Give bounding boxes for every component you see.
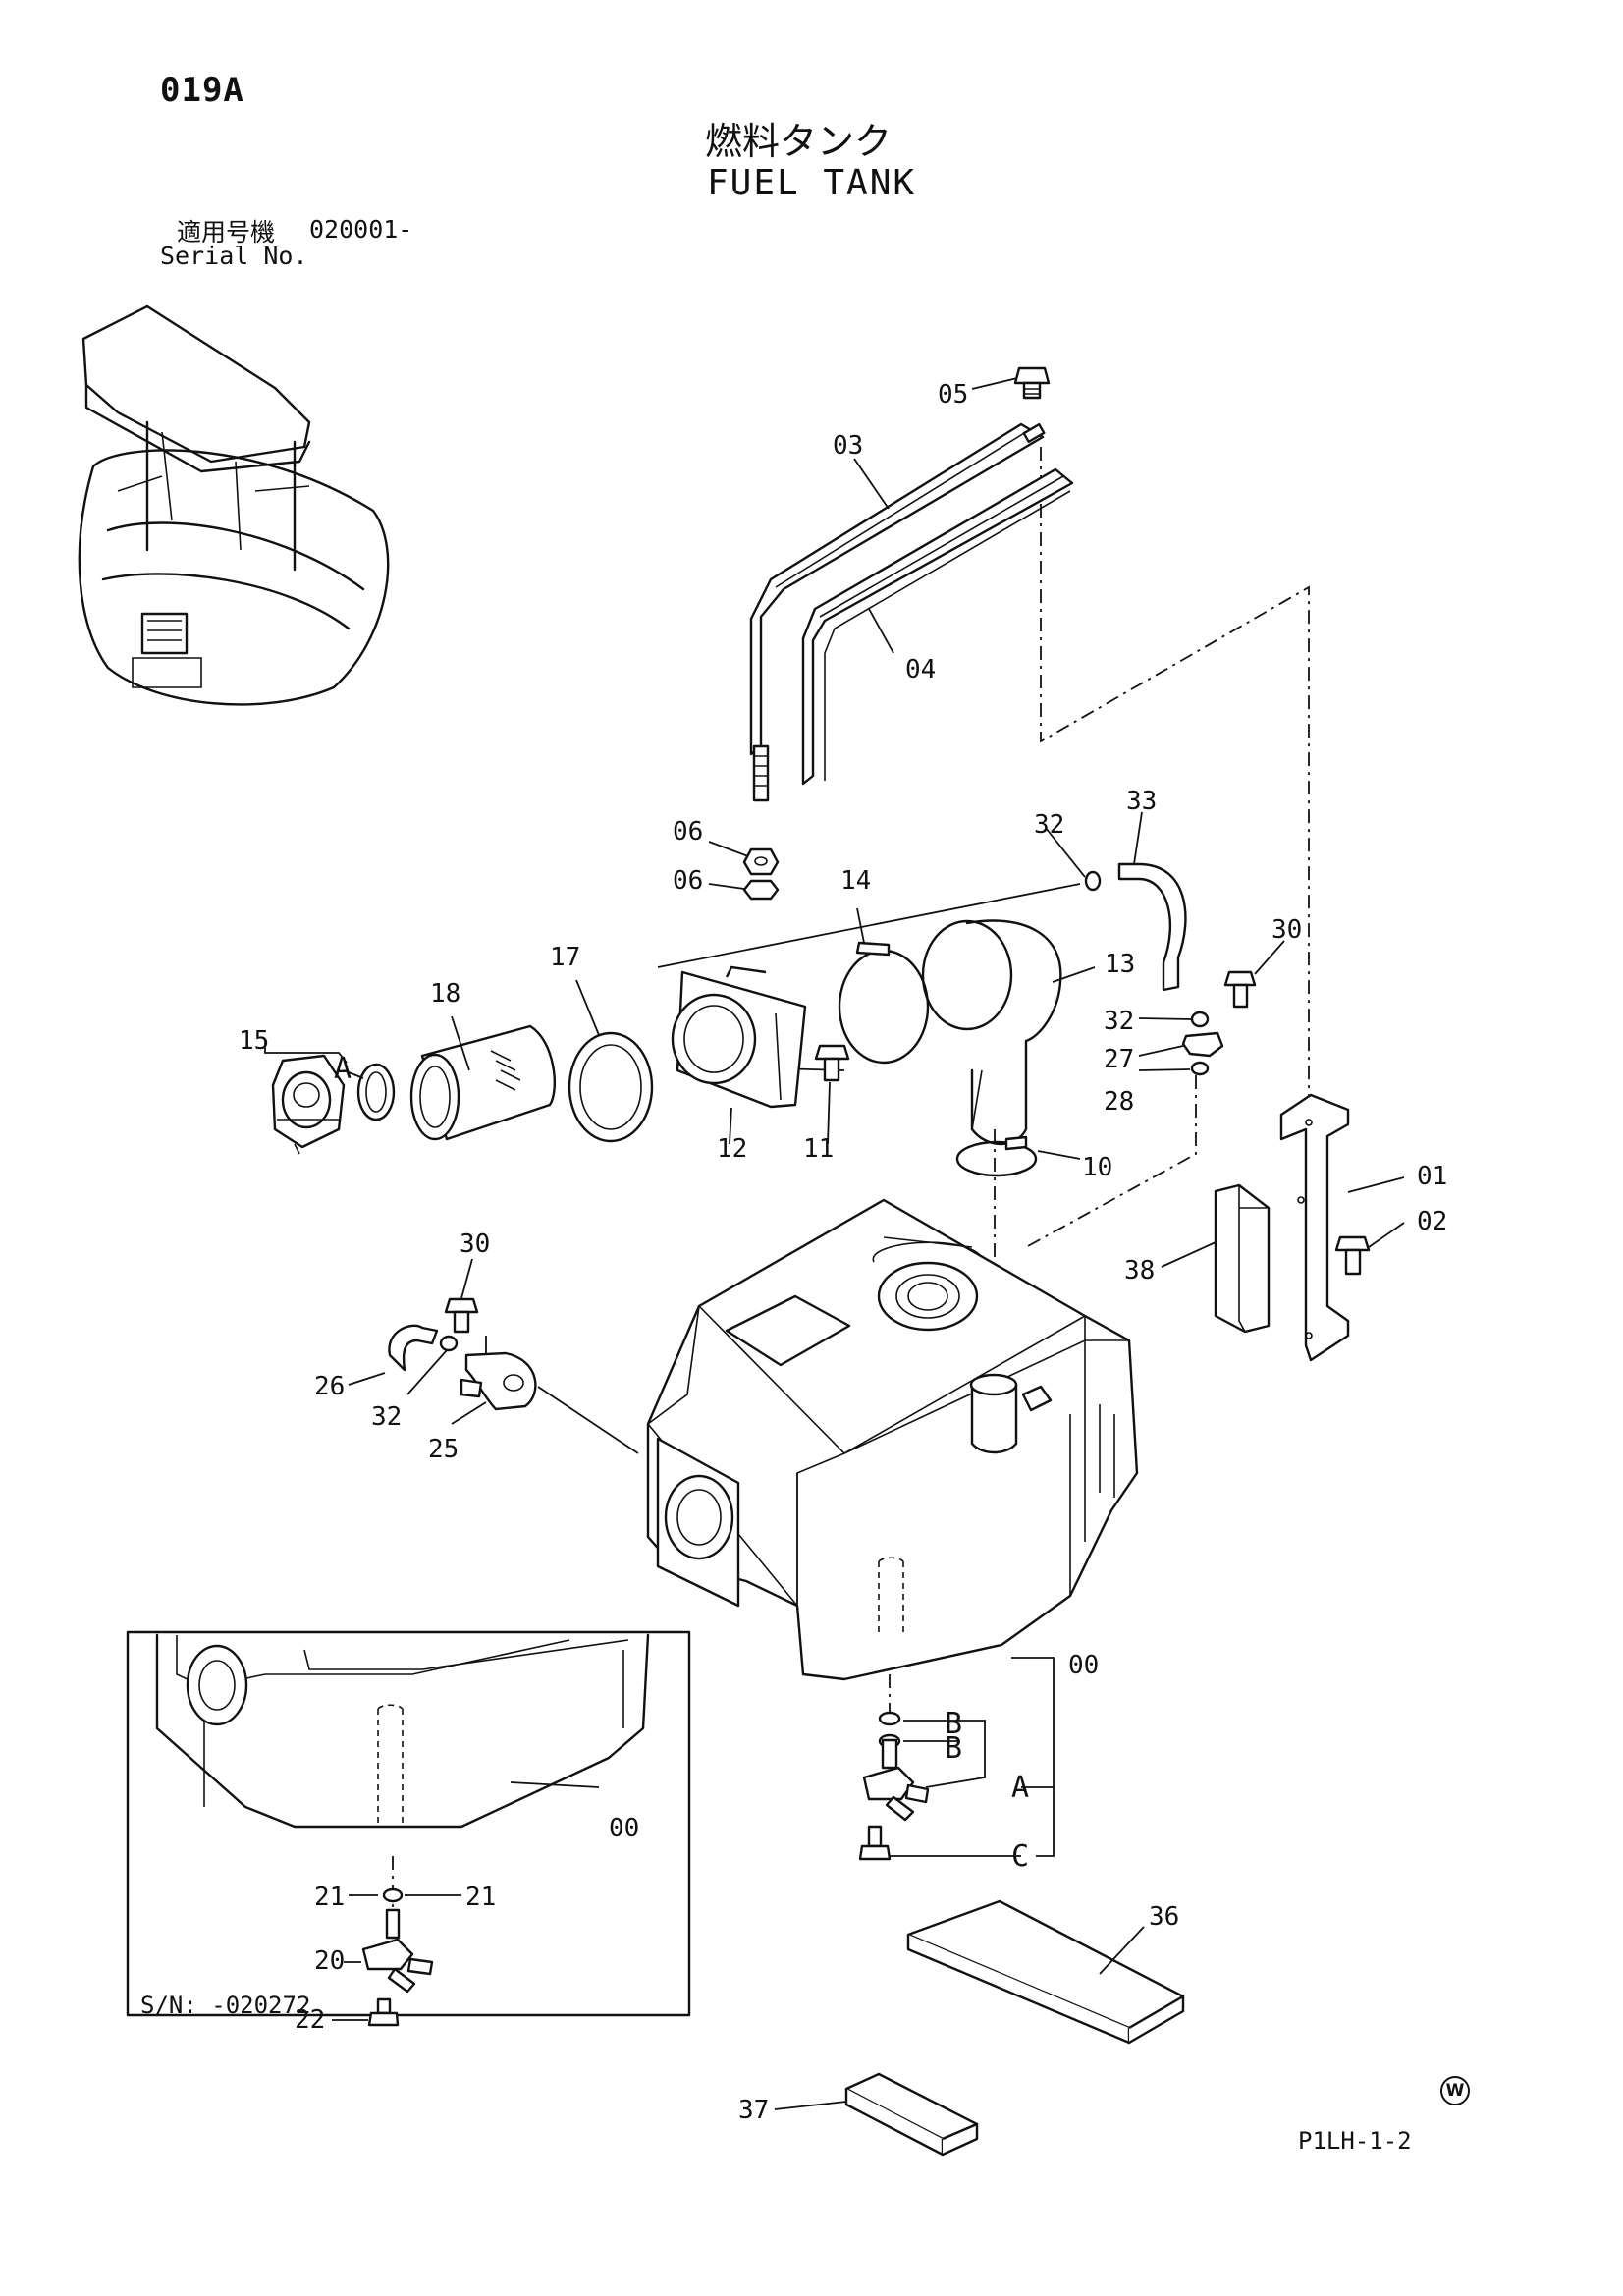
label-ref-a: A xyxy=(1011,1771,1029,1805)
part-32-clip-left xyxy=(439,1335,459,1352)
inset-earlier-serial xyxy=(126,1630,691,2027)
serial-label-english: Serial No. xyxy=(160,242,308,270)
assembly-line-bracket xyxy=(1040,447,1310,1110)
label-33: 33 xyxy=(1126,787,1157,816)
label-01: 01 xyxy=(1417,1162,1447,1191)
label-32-left: 32 xyxy=(371,1402,402,1432)
label-37: 37 xyxy=(738,2096,769,2125)
part-05-bolt xyxy=(1013,366,1051,400)
part-30-bolt-lower xyxy=(444,1297,479,1334)
part-18-strainer xyxy=(409,1024,557,1141)
part-37-pad xyxy=(844,2072,979,2157)
watermark-symbol: W xyxy=(1440,2076,1470,2105)
part-25-fitting xyxy=(460,1351,537,1411)
label-17: 17 xyxy=(550,943,580,972)
label-ref-a-cap: A xyxy=(334,1052,352,1086)
label-32-lower: 32 xyxy=(1104,1007,1134,1036)
machine-location-thumbnail xyxy=(78,304,390,706)
label-06-upper: 06 xyxy=(673,817,703,847)
label-10: 10 xyxy=(1082,1153,1112,1182)
serial-label-japanese: 適用号機 xyxy=(177,218,276,246)
label-02: 02 xyxy=(1417,1207,1447,1236)
label-13: 13 xyxy=(1105,950,1135,979)
part-a-drain-valve xyxy=(862,1738,930,1822)
part-00-fuel-tank xyxy=(646,1198,1139,1681)
part-17-gasket xyxy=(568,1031,654,1143)
label-30-lower: 30 xyxy=(460,1230,490,1259)
part-b-o-ring-1 xyxy=(878,1711,901,1726)
part-26-hose xyxy=(388,1324,439,1372)
label-30-upper: 30 xyxy=(1271,915,1302,945)
inset-label-22: 22 xyxy=(295,2005,325,2035)
part-28-o-ring xyxy=(1190,1061,1210,1076)
label-28: 28 xyxy=(1104,1087,1134,1117)
part-30-bolt-upper xyxy=(1223,970,1257,1009)
label-26: 26 xyxy=(314,1372,345,1401)
label-32-upper: 32 xyxy=(1034,810,1064,840)
part-33-return-hose xyxy=(1117,862,1187,992)
inset-label-20: 20 xyxy=(314,1946,345,1976)
label-18: 18 xyxy=(430,979,460,1009)
label-11: 11 xyxy=(803,1134,834,1164)
inset-label-00: 00 xyxy=(609,1814,639,1843)
serial-value: 020001- xyxy=(309,215,413,244)
part-27-fitting xyxy=(1181,1031,1224,1058)
part-15-gasket xyxy=(356,1063,396,1121)
label-12: 12 xyxy=(717,1134,747,1164)
leader-lines xyxy=(264,377,1405,2110)
part-03-04-tank-strap xyxy=(749,422,1074,802)
callout-labels: 05 03 04 06 06 14 32 33 30 13 32 27 28 1… xyxy=(239,380,1447,2125)
part-32-clip-upper xyxy=(1084,870,1102,892)
label-25: 25 xyxy=(428,1435,459,1464)
assembly-line-drain xyxy=(1025,1075,1197,1248)
assembly-line-return xyxy=(485,1336,639,1454)
label-ref-c: C xyxy=(1011,1839,1029,1874)
inset-label-21-left: 21 xyxy=(314,1883,345,1912)
label-36: 36 xyxy=(1149,1902,1179,1932)
label-15: 15 xyxy=(239,1026,269,1056)
part-13-filler-hose xyxy=(921,919,1062,1146)
label-14: 14 xyxy=(840,866,871,896)
title-english: FUEL TANK xyxy=(707,163,917,203)
bracket-line-ac xyxy=(890,1786,1054,1857)
part-36-pad xyxy=(906,1899,1185,2045)
bracket-line-00 xyxy=(1011,1657,1055,1857)
inset-label-21-right: 21 xyxy=(465,1883,496,1912)
part-06-nuts xyxy=(742,847,780,901)
part-32-clip-lower xyxy=(1190,1011,1210,1028)
part-02-bolt xyxy=(1334,1235,1371,1276)
part-12-filler-neck xyxy=(671,965,807,1109)
inset-serial-note: S/N: -020272 xyxy=(140,1992,311,2019)
label-38: 38 xyxy=(1124,1256,1155,1285)
part-14-hose-clamp xyxy=(838,941,930,1065)
drawing-code: P1LH-1-2 xyxy=(1298,2127,1412,2155)
label-00: 00 xyxy=(1068,1651,1099,1680)
page-code: 019A xyxy=(160,71,244,110)
part-11-bolt xyxy=(814,1044,850,1082)
label-27: 27 xyxy=(1104,1045,1134,1074)
part-15-fuel-cap xyxy=(271,1054,346,1155)
label-06-lower: 06 xyxy=(673,866,703,896)
part-38-pad xyxy=(1214,1183,1271,1334)
label-03: 03 xyxy=(833,431,863,461)
part-01-bracket xyxy=(1279,1093,1350,1362)
title-japanese: 燃料タンク xyxy=(705,120,893,163)
part-c-bolt xyxy=(858,1825,892,1861)
label-05: 05 xyxy=(938,380,968,410)
bracket-line-b xyxy=(903,1720,986,1788)
part-10-hose-clamp xyxy=(955,1135,1038,1177)
label-ref-b-2: B xyxy=(945,1731,962,1766)
label-ref-b-1: B xyxy=(945,1707,962,1741)
label-04: 04 xyxy=(905,655,936,684)
